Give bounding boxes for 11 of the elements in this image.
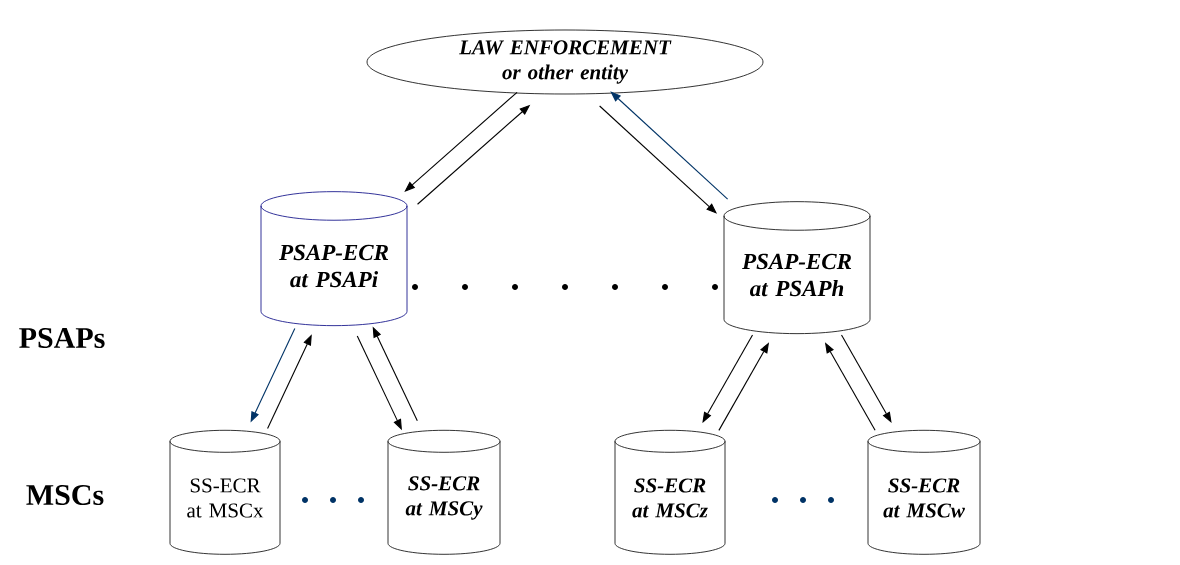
database-cylinder: SS-ECR at MSCz (614, 429, 726, 555)
arrow (610, 91, 729, 200)
arrow (404, 91, 518, 192)
arrow (840, 334, 892, 423)
row-label: PSAPs (19, 327, 105, 349)
database-cylinder: PSAP-ECR at PSAPh (723, 201, 871, 335)
database-cylinder: PSAP-ECR at PSAPi (260, 191, 408, 327)
database-cylinder: SS-ECR at MSCx (169, 429, 281, 555)
database-cylinder: SS-ECR at MSCw (867, 429, 981, 555)
database-cylinder: SS-ECR at MSCy (387, 429, 501, 555)
row-label: MSCs (26, 484, 104, 506)
